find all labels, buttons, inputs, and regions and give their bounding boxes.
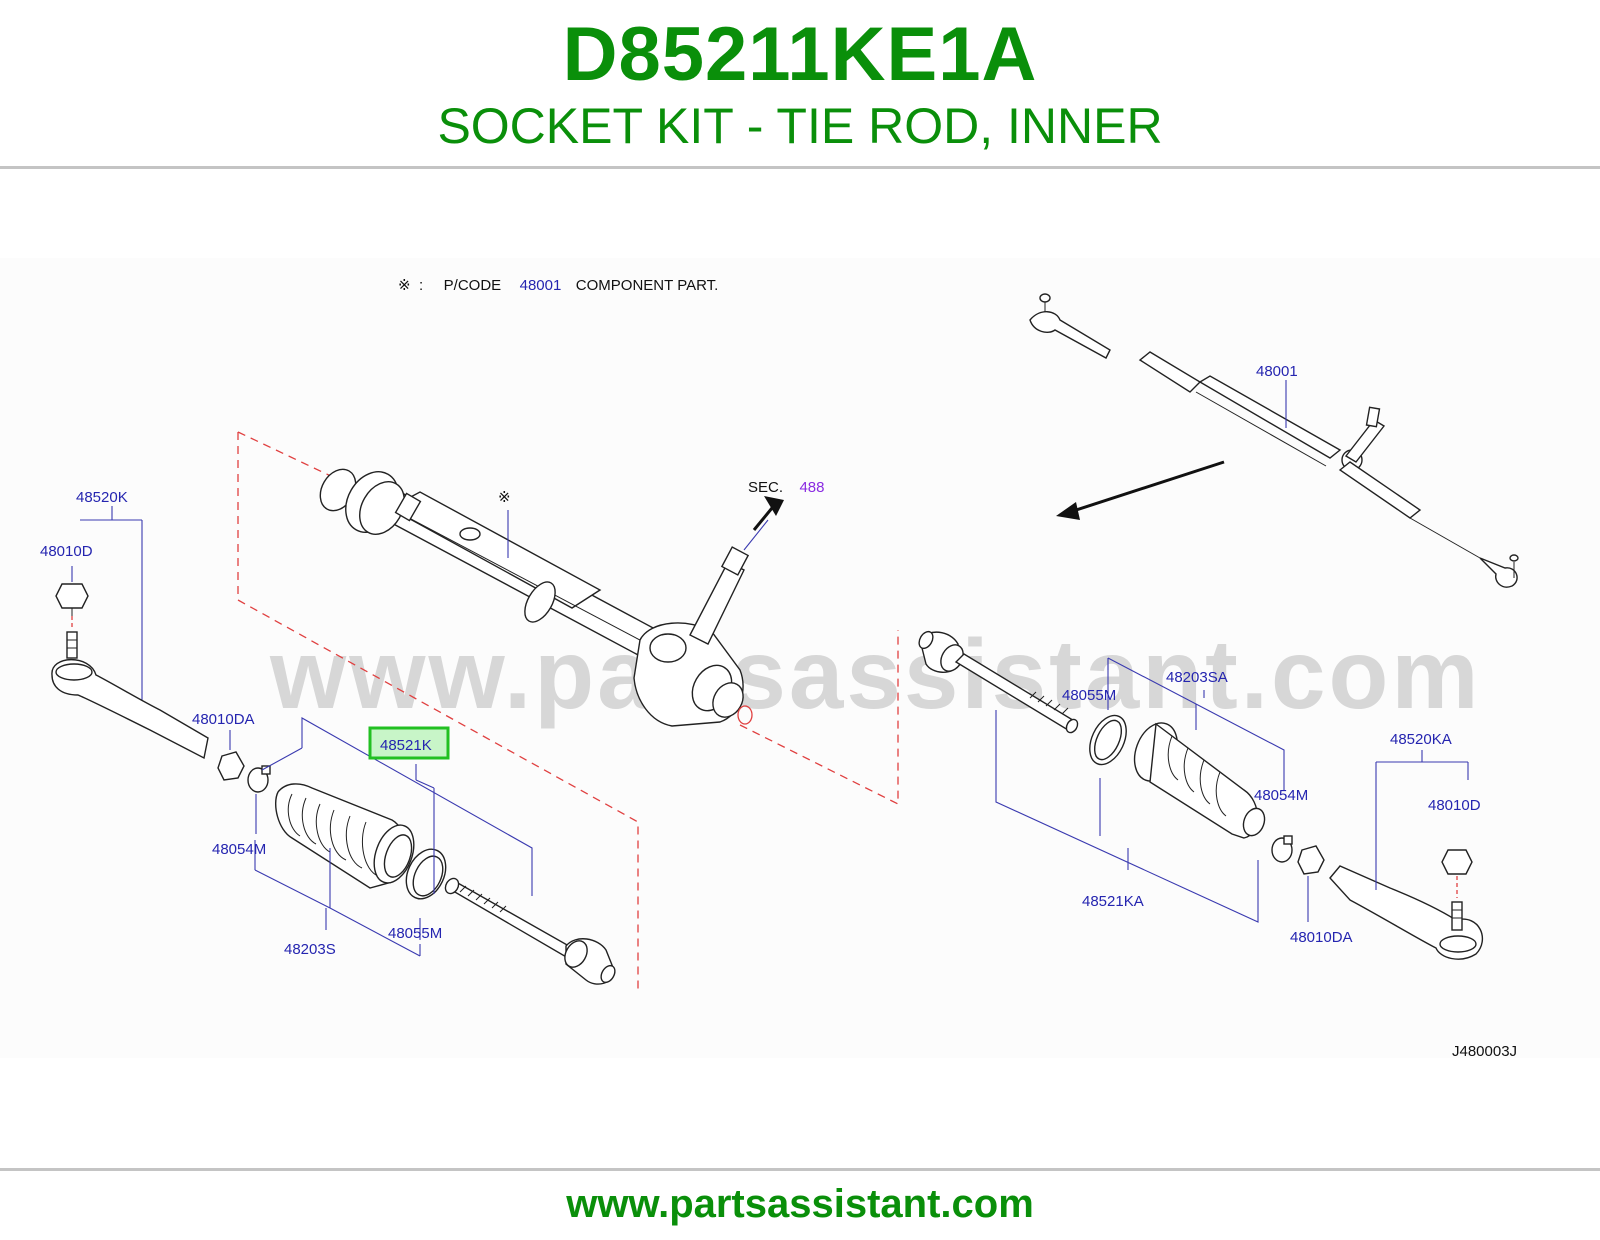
callout-48010D-right[interactable]: 48010D xyxy=(1428,797,1481,814)
callout-48010D-left[interactable]: 48010D xyxy=(40,543,93,560)
section-reference: SEC. 488 xyxy=(748,479,825,496)
callout-48054M-right[interactable]: 48054M xyxy=(1254,787,1308,804)
callout-48055M-right[interactable]: 48055M xyxy=(1062,687,1116,704)
steering-rack-drawing xyxy=(319,468,769,727)
callout-48203SA[interactable]: 48203SA xyxy=(1166,669,1228,686)
diagram-backdrop xyxy=(0,258,1600,1058)
header-divider xyxy=(0,166,1600,169)
left-inner-tie-rod xyxy=(444,877,616,985)
note-suffix: COMPONENT PART. xyxy=(576,277,719,294)
assembly-boundary-left xyxy=(237,431,899,992)
callout-48010DA-left[interactable]: 48010DA xyxy=(192,711,255,728)
exploded-parts-diagram: www.partsassistant.com ※ : P/CODE 48001 … xyxy=(0,170,1600,1166)
left-jam-nut xyxy=(217,730,245,781)
section-number[interactable]: 488 xyxy=(799,479,824,496)
left-boot-clamp xyxy=(247,765,271,834)
left-boot xyxy=(274,783,415,889)
callout-48520KA[interactable]: 48520KA xyxy=(1390,731,1452,748)
callout-48055M-left[interactable]: 48055M xyxy=(388,925,442,942)
drawing-number: J480003J xyxy=(1452,1043,1517,1060)
callout-48521KA[interactable]: 48521KA xyxy=(1082,893,1144,910)
direction-arrow xyxy=(1056,460,1225,520)
overview-rack-drawing xyxy=(1029,293,1519,588)
left-kit-leaders xyxy=(254,717,533,957)
right-jam-nut xyxy=(1297,845,1325,922)
page-header: D85211KE1A SOCKET KIT - TIE ROD, INNER xyxy=(0,0,1600,168)
right-boot-ring xyxy=(1089,714,1127,766)
note-separator: : xyxy=(419,277,423,294)
section-prefix: SEC. xyxy=(748,479,783,496)
note-symbol: ※ xyxy=(398,277,411,294)
callout-48001[interactable]: 48001 xyxy=(1256,363,1298,380)
footer-divider xyxy=(0,1168,1600,1171)
callout-48010DA-right[interactable]: 48010DA xyxy=(1290,929,1353,946)
rack-asterisk-mark: ※ xyxy=(498,489,511,506)
right-boot xyxy=(1133,722,1266,839)
callout-48521K[interactable]: 48521K xyxy=(380,737,432,754)
right-tie-rod-end xyxy=(1329,849,1484,960)
section-arrow xyxy=(752,496,784,531)
component-note: ※ : P/CODE 48001 COMPONENT PART. xyxy=(398,277,718,294)
note-prefix: P/CODE xyxy=(444,277,502,294)
diagram-canvas: www.partsassistant.com ※ : P/CODE 48001 … xyxy=(0,258,1600,1060)
footer-website-link[interactable]: www.partsassistant.com xyxy=(566,1182,1034,1226)
watermark-text: www.partsassistant.com xyxy=(269,619,1482,729)
part-description: SOCKET KIT - TIE ROD, INNER xyxy=(437,98,1163,154)
right-kit-leaders xyxy=(995,657,1469,923)
left-boot-ring xyxy=(405,848,447,900)
right-boot-clamp xyxy=(1271,835,1293,863)
highlight-box xyxy=(368,726,450,760)
left-tie-rod-end xyxy=(51,506,209,760)
right-inner-tie-rod xyxy=(918,630,1079,734)
callout-48203S[interactable]: 48203S xyxy=(284,941,336,958)
callout-48520K[interactable]: 48520K xyxy=(76,489,128,506)
note-pcode[interactable]: 48001 xyxy=(520,277,562,294)
callout-48054M-left[interactable]: 48054M xyxy=(212,841,266,858)
part-number-title: D85211KE1A xyxy=(562,12,1038,97)
